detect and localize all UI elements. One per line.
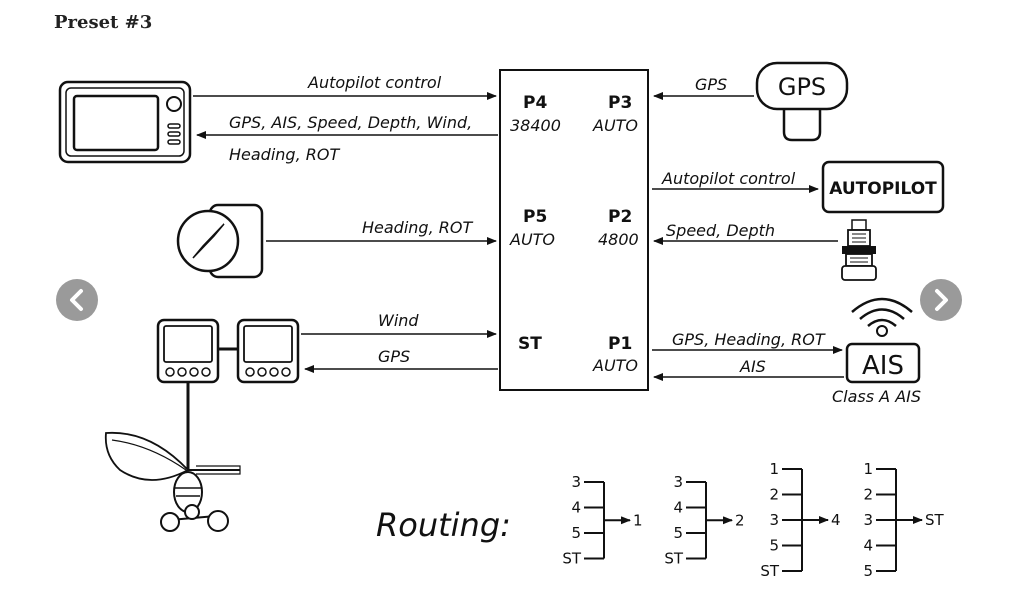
ais-icon: AIS: [845, 297, 921, 384]
routing-input: 4: [863, 537, 873, 555]
transducer-icon: [841, 219, 877, 281]
routing-input: 3: [863, 511, 873, 529]
label-chartplotter-out: Autopilot control: [307, 73, 442, 92]
hub-box: [499, 69, 649, 391]
routing-output: 4: [831, 511, 841, 529]
routing-input: 5: [769, 537, 779, 555]
routing-input: 5: [863, 562, 873, 580]
routing-group: 3 4 5ST 1: [562, 473, 642, 568]
label-chartplotter-in-1: GPS, AIS, Speed, Depth, Wind,: [229, 113, 472, 132]
instrument-display-icon: [156, 318, 300, 470]
routing-output: ST: [925, 511, 945, 529]
chartplotter-icon: [58, 80, 192, 164]
chevron-left-icon: [70, 289, 83, 311]
compass-icon: [176, 203, 264, 279]
label-speed-depth: Speed, Depth: [666, 221, 775, 240]
gps-device-label: GPS: [778, 73, 826, 101]
autopilot-device-label: AUTOPILOT: [829, 179, 937, 199]
label-chartplotter-in-2: Heading, ROT: [229, 145, 340, 164]
label-compass: Heading, ROT: [362, 218, 473, 237]
next-slide-button[interactable]: [920, 279, 962, 321]
port-p5: P5: [523, 207, 547, 227]
label-to-ais: GPS, Heading, ROT: [672, 330, 826, 349]
routing-output: 2: [735, 511, 745, 529]
routing-label: Routing:: [376, 506, 511, 544]
page-title: Preset #3: [54, 12, 153, 33]
routing-input: 5: [571, 524, 581, 542]
label-from-ais: AIS: [739, 357, 766, 376]
routing-input: ST: [760, 562, 780, 580]
wind-sensor-icon: [104, 431, 241, 532]
port-p2: P2: [608, 207, 632, 227]
routing-input: 1: [769, 460, 779, 478]
ais-device-label: AIS: [862, 351, 904, 381]
routing-group: 1 2 3 4 5 ST: [863, 460, 944, 580]
routing-input: 2: [769, 486, 779, 504]
port-p2-value: 4800: [598, 230, 639, 249]
routing-input: ST: [562, 550, 582, 568]
label-autopilot: Autopilot control: [661, 169, 796, 188]
label-gps-to-st: GPS: [378, 347, 410, 366]
port-p4-value: 38400: [510, 116, 561, 135]
port-p4: P4: [523, 93, 547, 113]
port-st: ST: [518, 334, 542, 354]
routing-group: 1 2 3 5ST 4: [760, 460, 840, 580]
port-p1-value: AUTO: [592, 356, 638, 375]
routing-input: ST: [664, 550, 684, 568]
autopilot-icon: AUTOPILOT: [821, 160, 945, 214]
routing-input: 1: [863, 460, 873, 478]
routing-input: 4: [673, 499, 683, 517]
gps-antenna-icon: GPS: [755, 61, 849, 142]
label-gps: GPS: [695, 75, 727, 94]
port-p3-value: AUTO: [592, 116, 638, 135]
label-wind: Wind: [378, 311, 419, 330]
routing-input: 2: [863, 486, 873, 504]
port-p1: P1: [608, 334, 632, 354]
routing-input: 4: [571, 499, 581, 517]
chevron-right-icon: [935, 289, 948, 311]
routing-input: 3: [673, 473, 683, 491]
prev-slide-button[interactable]: [56, 279, 98, 321]
routing-output: 1: [633, 511, 643, 529]
routing-group: 3 4 5ST 2: [664, 473, 744, 568]
routing-input: 3: [571, 473, 581, 491]
port-p3: P3: [608, 93, 632, 113]
ais-caption: Class A AIS: [832, 387, 921, 406]
routing-input: 3: [769, 511, 779, 529]
routing-input: 5: [673, 524, 683, 542]
port-p5-value: AUTO: [509, 230, 555, 249]
